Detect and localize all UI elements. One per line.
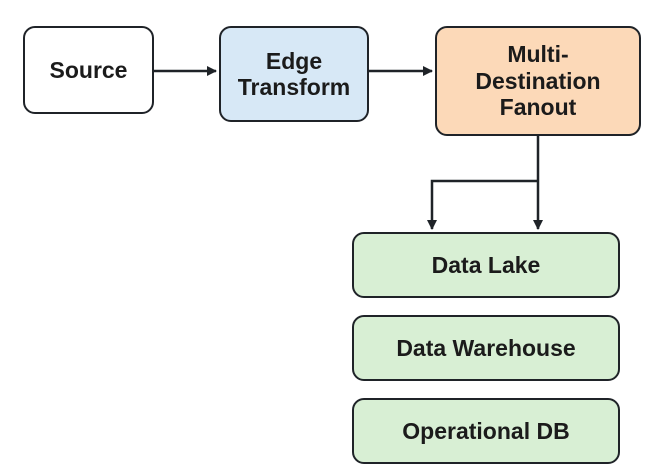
arrow-fanout-to-data-lake-left	[427, 179, 538, 230]
data-lake-node: Data Lake	[352, 232, 620, 298]
operational-db-node: Operational DB	[352, 398, 620, 464]
edge-transform-node: Edge Transform	[219, 26, 369, 122]
data-warehouse-node: Data Warehouse	[352, 315, 620, 381]
multi-destination-fanout-node: Multi- Destination Fanout	[435, 26, 641, 136]
source-node: Source	[23, 26, 154, 114]
